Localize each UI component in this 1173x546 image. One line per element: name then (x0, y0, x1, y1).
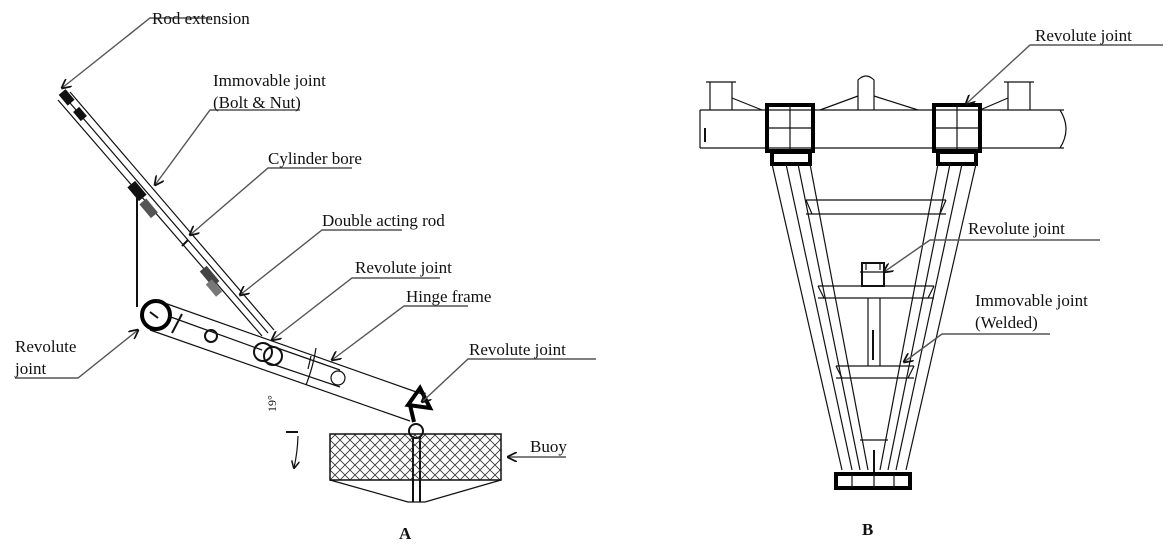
label-buoy: Buoy (530, 437, 567, 456)
label-cylinder-bore: Cylinder bore (268, 149, 362, 168)
label-b-revolute-joint-top: Revolute joint (1035, 26, 1132, 45)
label-b-immovable-joint-sub: (Welded) (975, 313, 1038, 332)
label-hinge-frame: Hinge frame (406, 287, 491, 306)
buoy (329, 433, 502, 503)
label-immovable-joint-bolt-sub: (Bolt & Nut) (213, 93, 301, 112)
label-immovable-joint-bolt: Immovable joint (213, 71, 326, 90)
label-b-immovable-joint: Immovable joint (975, 291, 1088, 310)
hinge-frame (149, 299, 423, 422)
label-revolute-joint-left-sub: joint (14, 359, 46, 378)
top-beam (699, 75, 1067, 149)
leaders-b (884, 44, 1163, 362)
figure-b: Revolute joint Revolute joint Immovable … (699, 26, 1163, 539)
caption-b: B (862, 520, 873, 539)
v-frame (771, 163, 977, 471)
cross-bars (805, 199, 947, 379)
angle-label: 19° (265, 395, 279, 412)
inclined-cylinder (57, 89, 275, 337)
bottom-base (834, 439, 912, 490)
label-revolute-joint-right: Revolute joint (469, 340, 566, 359)
label-revolute-joint-left: Revolute (15, 337, 76, 356)
label-double-acting-rod: Double acting rod (322, 211, 445, 230)
label-b-revolute-joint-mid: Revolute joint (968, 219, 1065, 238)
label-rod-extension: Rod extension (152, 9, 250, 28)
leaders-a (15, 17, 596, 457)
left-pivot (140, 299, 172, 331)
caption-a: A (399, 524, 412, 543)
label-revolute-joint-top: Revolute joint (355, 258, 452, 277)
joint-blocks (765, 103, 982, 166)
angle-indicator: 19° (265, 347, 317, 468)
figure-a: 19° Rod extension Immovable joint (Bolt … (14, 9, 596, 543)
